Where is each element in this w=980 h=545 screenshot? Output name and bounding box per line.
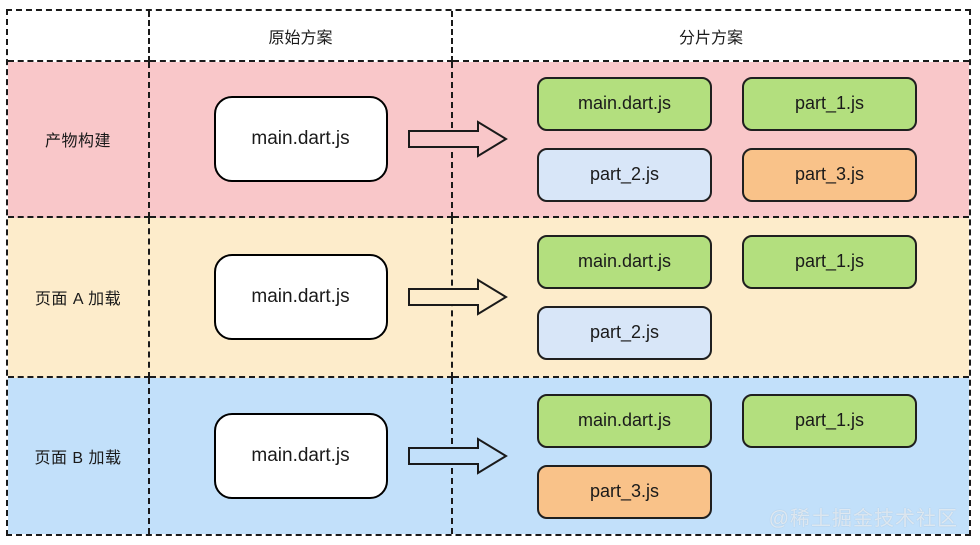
source-bundle-label: main.dart.js: [251, 445, 350, 466]
bundle-chip: part_2.js: [537, 305, 712, 360]
source-bundle-box: main.dart.js: [213, 413, 388, 499]
bundle-chip-label: part_1.js: [794, 251, 865, 271]
bundle-chip-label: part_3.js: [794, 164, 865, 184]
bundle-chip: part_3.js: [742, 147, 917, 202]
row-build-label-cell: 产物构建: [8, 62, 150, 218]
row-page-b-label-cell: 页面 B 加载: [8, 378, 150, 534]
bundle-chip-label: main.dart.js: [577, 251, 672, 271]
row-page-b-sharding-cell: main.dart.js part_1.js part_3.js: [453, 378, 969, 534]
bundle-chip-label: main.dart.js: [577, 93, 672, 113]
bundle-chip: part_2.js: [537, 147, 712, 202]
row-page-a-label-cell: 页面 A 加载: [8, 218, 150, 378]
row-label: 页面 B 加载: [34, 450, 122, 467]
row-page-b-original-cell: main.dart.js: [150, 378, 508, 534]
row-build-original-cell: main.dart.js: [150, 62, 508, 218]
header-original-label: 原始方案: [268, 29, 333, 47]
right-arrow-icon: [408, 437, 508, 475]
bundle-chip-label: part_3.js: [589, 481, 660, 501]
bundle-chip: part_1.js: [742, 76, 917, 131]
source-bundle-label: main.dart.js: [251, 286, 350, 307]
scheme-comparison-table: 原始方案 分片方案 产物构建 main.dart.js main.dart.js…: [6, 9, 971, 536]
watermark: @稀土掘金技术社区: [768, 508, 958, 530]
header-cell-original: 原始方案: [150, 11, 453, 62]
header-sharding-label: 分片方案: [678, 29, 743, 47]
row-label: 页面 A 加载: [34, 291, 122, 308]
bundle-chip: part_1.js: [742, 393, 917, 448]
source-bundle-label: main.dart.js: [251, 128, 350, 149]
bundle-chip-label: part_2.js: [589, 164, 660, 184]
right-arrow-icon: [408, 120, 508, 158]
source-bundle-box: main.dart.js: [213, 254, 388, 340]
source-bundle-box: main.dart.js: [213, 96, 388, 182]
row-page-a-original-cell: main.dart.js: [150, 218, 508, 378]
bundle-chip: part_1.js: [742, 234, 917, 289]
row-label: 产物构建: [44, 133, 111, 150]
bundle-chip: main.dart.js: [537, 393, 712, 448]
bundle-chip-label: part_2.js: [589, 322, 660, 342]
header-cell-empty: [8, 11, 150, 62]
right-arrow-icon: [408, 278, 508, 316]
bundle-chip-label: part_1.js: [794, 93, 865, 113]
bundle-chip: main.dart.js: [537, 76, 712, 131]
row-build-sharding-cell: main.dart.js part_1.js part_2.js part_3.…: [453, 62, 969, 218]
bundle-chip: part_3.js: [537, 464, 712, 519]
bundle-chip: main.dart.js: [537, 234, 712, 289]
header-cell-sharding: 分片方案: [453, 11, 969, 62]
bundle-chip-label: main.dart.js: [577, 410, 672, 430]
row-page-a-sharding-cell: main.dart.js part_1.js part_2.js: [453, 218, 969, 378]
bundle-chip-label: part_1.js: [794, 410, 865, 430]
